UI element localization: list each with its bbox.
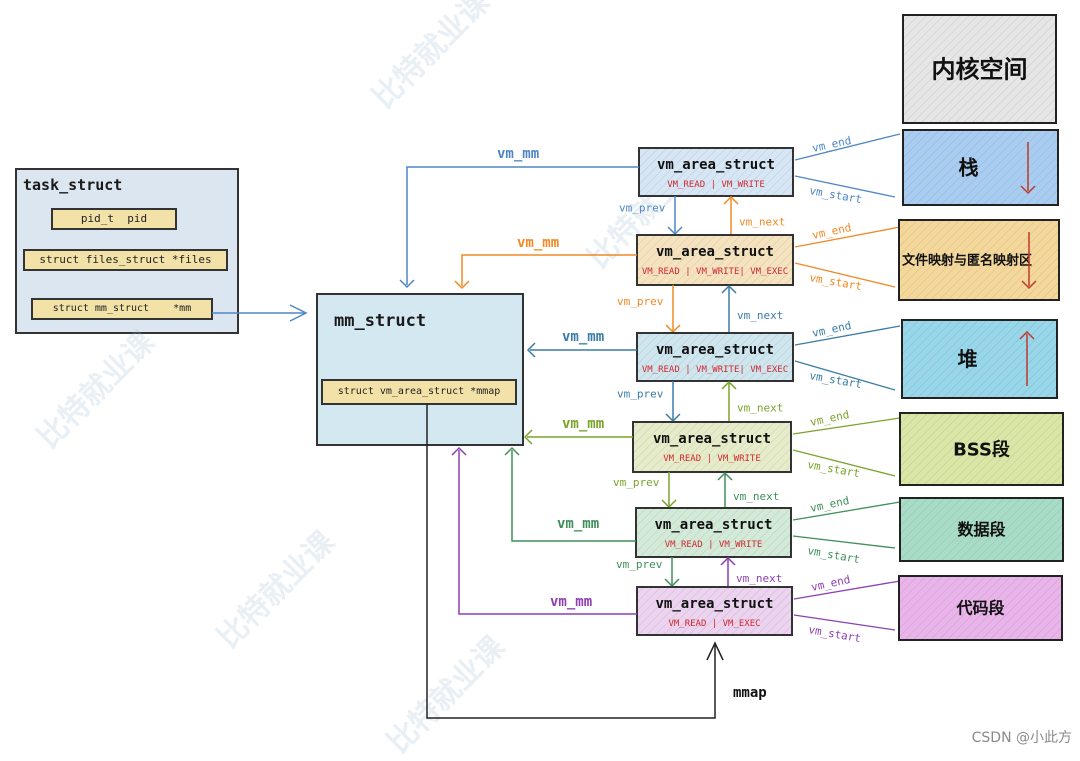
mmap-arrow: mmap (426, 404, 767, 719)
memory-segment-label: 内核空间 (932, 55, 1028, 83)
mmap-label: mmap (733, 685, 767, 701)
field-pid: pid_t pid (51, 208, 177, 230)
vm-start-label: vm_start (808, 184, 862, 206)
vm-prev-label: vm_prev (619, 202, 666, 215)
vm-link-arrows: vm_prev vm_next (616, 556, 782, 588)
watermark-text: 比特就业课 (381, 629, 513, 761)
vm-mm-label: vm_mm (562, 416, 604, 432)
memory-segment-label: 堆 (958, 347, 978, 371)
mm-pointer-arrow (212, 304, 308, 322)
mm-struct-box: mm_struct struct vm_area_struct *mmap (316, 293, 524, 446)
field-files: struct files_struct *files (23, 249, 228, 271)
memory-segment-box: 数据段 (899, 497, 1064, 562)
vm-link-arrows: vm_prev vm_next (613, 471, 779, 509)
vm-next-label: vm_next (737, 309, 783, 322)
vm-mm-arrow: vm_mm (523, 416, 633, 445)
memory-segment-box: BSS段 (899, 412, 1064, 486)
vm-link-arrows: vm_prev vm_next (617, 284, 783, 334)
vm-start-label: vm_start (806, 544, 860, 566)
vm-range-arrows: vm_end vm_start (794, 221, 901, 293)
vm-area-struct-title: vm_area_struct (655, 596, 773, 612)
vm-end-label: vm_end (811, 134, 853, 155)
watermark-text: 比特就业课 (366, 0, 498, 116)
vm-mm-arrow: vm_mm (399, 146, 639, 289)
vm-next-label: vm_next (736, 572, 782, 585)
field-mm: struct mm_struct *mm (31, 298, 213, 320)
vm-mm-arrow: vm_mm (454, 235, 637, 290)
vm-mm-label: vm_mm (550, 594, 592, 610)
arrow-down-icon (1021, 232, 1037, 290)
vm-mm-label: vm_mm (497, 146, 539, 162)
task-struct-box: task_struct pid_t pid struct files_struc… (15, 168, 239, 334)
vm-prev-label: vm_prev (617, 388, 664, 401)
credit-text: CSDN @小此方 (971, 730, 1072, 746)
vm-link-arrows: vm_prev vm_next (617, 380, 783, 423)
vm-end-label: vm_end (811, 221, 853, 242)
vm-area-flags: VM_READ | VM_WRITE| VM_EXEC (642, 267, 788, 277)
vm-mm-arrow: vm_mm (526, 329, 637, 358)
memory-segment-label: 代码段 (955, 599, 1005, 618)
vm-next-label: vm_next (733, 490, 779, 503)
vm-area-flags: VM_READ | VM_WRITE (667, 180, 765, 190)
vm-area-flags: VM_READ | VM_WRITE (665, 540, 763, 550)
vm-start-label: vm_start (806, 458, 860, 480)
vm-area-flags: VM_READ | VM_WRITE| VM_EXEC (642, 365, 788, 375)
vm-prev-label: vm_prev (613, 476, 660, 489)
vm-start-label: vm_start (807, 623, 861, 645)
vm-mm-label: vm_mm (562, 329, 604, 345)
vm-mm-label: vm_mm (517, 235, 559, 251)
arrow-down-icon (1020, 142, 1036, 195)
vm-link-arrows: vm_prev vm_next (619, 195, 785, 236)
memory-segment-label: 数据段 (957, 520, 1006, 539)
vm-mm-arrow: vm_mm (451, 446, 637, 615)
vm-area-struct-title: vm_area_struct (653, 431, 771, 447)
vm-area-struct-title: vm_area_struct (657, 157, 775, 173)
memory-segment-box: 文件映射与匿名映射区 (898, 219, 1060, 301)
memory-segment-box: 内核空间 (902, 14, 1057, 124)
vm-mm-arrow: vm_mm (504, 446, 636, 542)
vm-mm-label: vm_mm (557, 516, 599, 532)
watermark-text: 比特就业课 (211, 524, 343, 656)
arrow-up-icon (1019, 330, 1035, 386)
memory-segment-label: 栈 (959, 156, 979, 180)
memory-segment-label: 文件映射与匿名映射区 (902, 253, 1032, 269)
watermark-text: 比特就业课 (31, 324, 163, 456)
vm-area-struct-title: vm_area_struct (656, 342, 774, 358)
vm-area-struct-title: vm_area_struct (654, 517, 772, 533)
vm-end-label: vm_end (811, 319, 853, 340)
vm-prev-label: vm_prev (617, 295, 664, 308)
mm-struct-title: mm_struct (334, 311, 427, 331)
memory-segment-label: BSS段 (953, 438, 1011, 460)
memory-segment-box: 代码段 (898, 575, 1063, 641)
watermarks: 比特就业课 比特就业课 比特就业课 比特就业课 比特就业课 (31, 0, 713, 761)
vm-next-label: vm_next (737, 402, 783, 415)
vm-area-struct-title: vm_area_struct (656, 244, 774, 260)
field-mmap: struct vm_area_struct *mmap (321, 379, 517, 405)
vm-range-arrows: vm_end vm_start (794, 133, 901, 206)
memory-segment-box: 栈 (902, 129, 1059, 206)
vm-next-label: vm_next (739, 216, 785, 229)
vm-prev-label: vm_prev (616, 558, 663, 571)
vm-area-flags: VM_READ | VM_WRITE (663, 454, 761, 464)
vm-start-label: vm_start (808, 271, 862, 293)
vm-area-flags: VM_READ | VM_EXEC (668, 619, 760, 629)
task-struct-title: task_struct (23, 176, 123, 194)
memory-segment-box: 堆 (901, 319, 1058, 399)
